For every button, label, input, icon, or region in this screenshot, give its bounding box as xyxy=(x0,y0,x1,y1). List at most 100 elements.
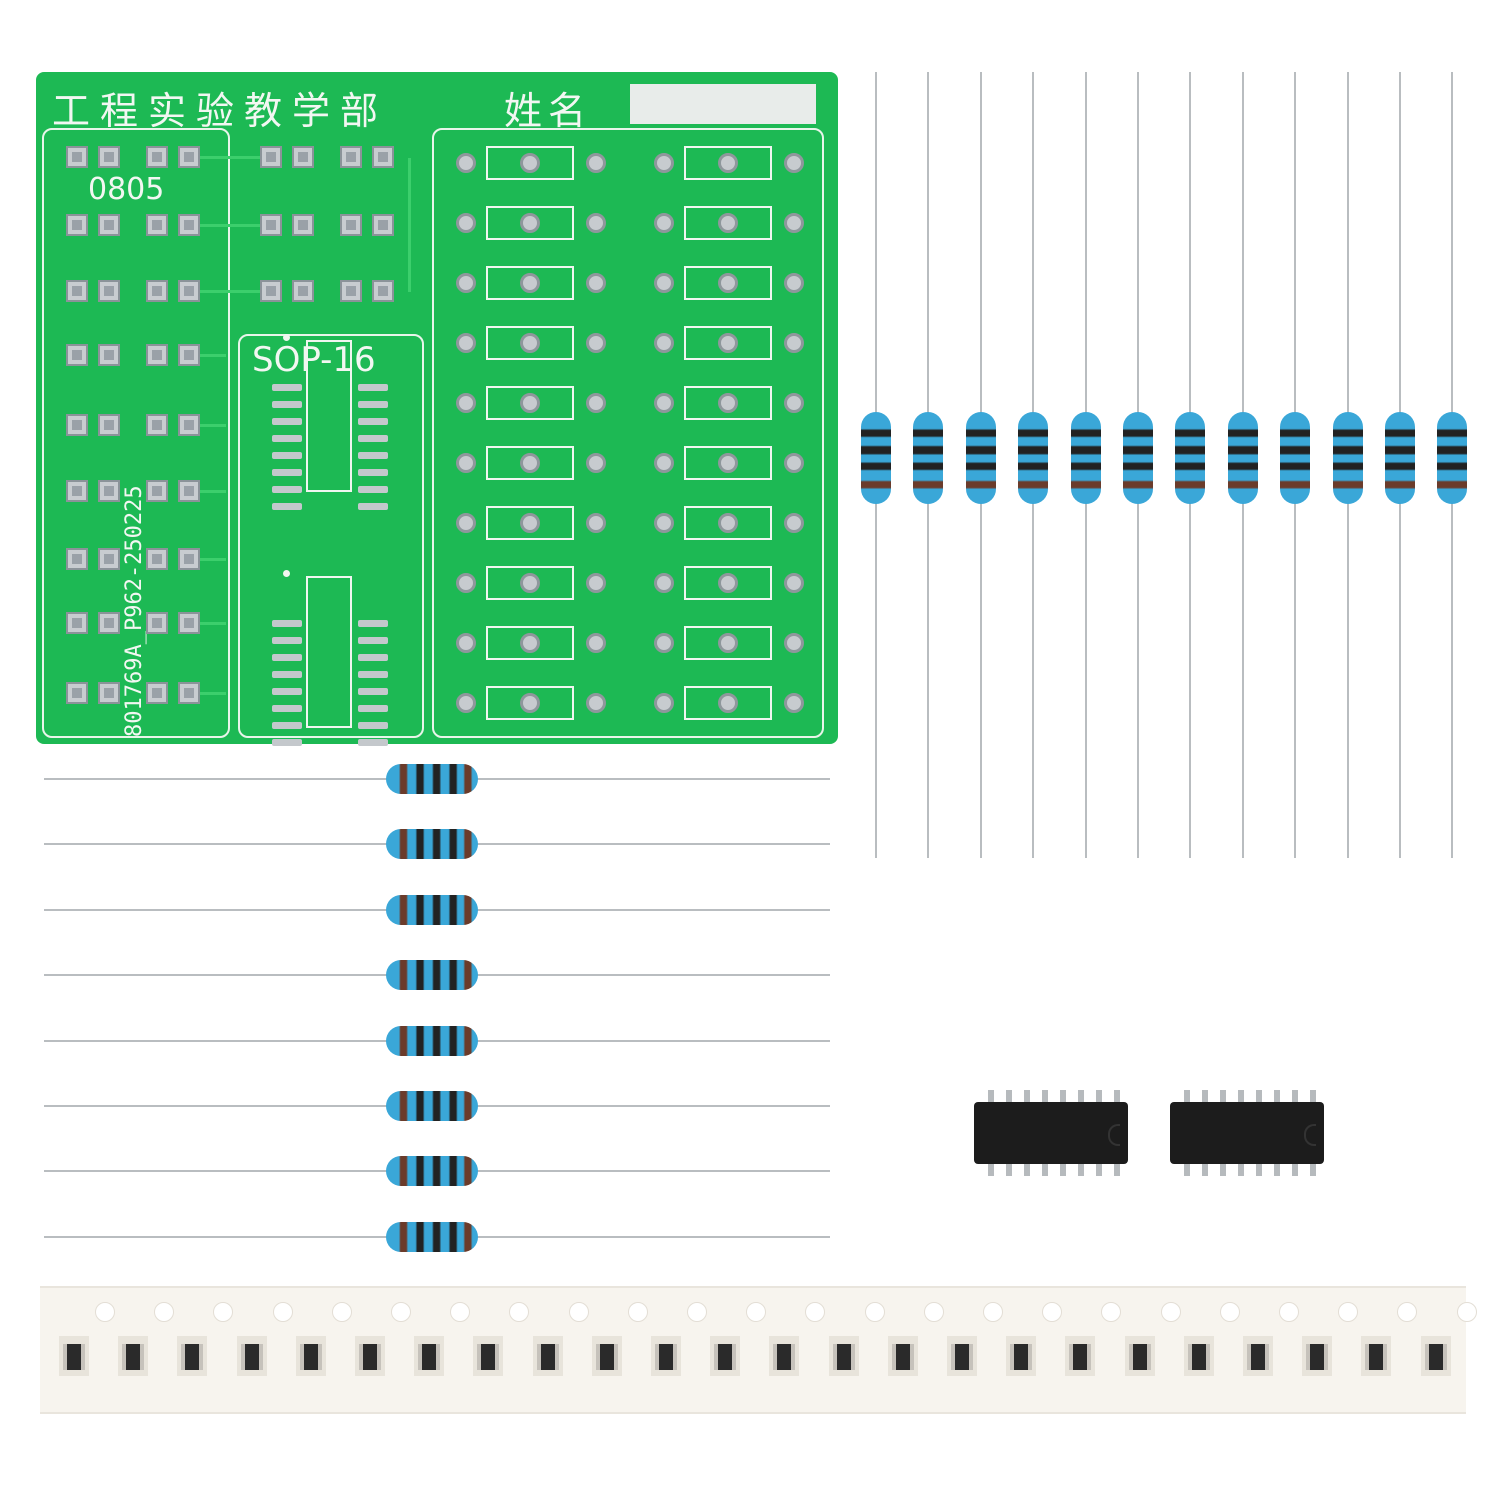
tht-pad xyxy=(520,453,540,473)
smd-pad xyxy=(66,548,88,570)
ic-pin xyxy=(1256,1164,1262,1176)
smd-pad xyxy=(66,682,88,704)
smd-pad xyxy=(66,146,88,168)
ic-pin xyxy=(1060,1090,1066,1102)
tht-pad xyxy=(586,633,606,653)
smd-resistor xyxy=(63,1344,85,1370)
smd-pad xyxy=(292,214,314,236)
tape-sprocket-hole xyxy=(450,1302,471,1322)
resistor-outline xyxy=(684,146,772,180)
tape-sprocket-hole xyxy=(95,1302,115,1322)
pcb-trace xyxy=(200,558,226,561)
tape-sprocket-hole xyxy=(509,1302,530,1322)
sop16-pad xyxy=(358,418,388,425)
sop16-ic xyxy=(1170,1102,1324,1164)
pcb-trace xyxy=(226,224,260,227)
tht-pad xyxy=(718,393,738,413)
pin1-marker xyxy=(283,334,290,341)
tape-sprocket-hole xyxy=(983,1302,1003,1322)
resistor-outline xyxy=(684,206,772,240)
ic-pin xyxy=(1096,1164,1102,1176)
tht-pad xyxy=(586,453,606,473)
vertical-resistor xyxy=(913,412,944,504)
horizontal-resistor xyxy=(386,960,478,991)
tape-sprocket-hole xyxy=(746,1302,767,1322)
tht-pad xyxy=(456,273,476,293)
ic-notch xyxy=(1304,1124,1316,1146)
smd-pad xyxy=(146,214,168,236)
smd-pad xyxy=(146,612,168,634)
tape-pocket xyxy=(828,1336,859,1376)
smd-pad xyxy=(292,280,314,302)
tape-pocket xyxy=(1243,1336,1273,1376)
pcb-trace xyxy=(200,354,226,357)
smd-pad xyxy=(98,480,120,502)
resistor-outline xyxy=(486,566,574,600)
sop16-pad xyxy=(358,637,388,644)
smd-resistor xyxy=(1187,1344,1210,1370)
tht-pad xyxy=(520,213,540,233)
pcb-trace xyxy=(200,692,226,695)
tht-pad xyxy=(718,153,738,173)
name-entry-box xyxy=(630,84,816,124)
board-code: 801769A_P962-250225 xyxy=(122,485,147,737)
tht-pad xyxy=(654,393,674,413)
smd-pad xyxy=(146,480,168,502)
tape-pocket xyxy=(1302,1336,1333,1376)
tape-pocket xyxy=(947,1336,977,1376)
tht-pad xyxy=(520,513,540,533)
tape-pocket xyxy=(710,1336,741,1376)
ic-pin xyxy=(1256,1090,1262,1102)
ic-pin xyxy=(1310,1164,1316,1176)
tape-pocket xyxy=(59,1336,89,1376)
tht-pad xyxy=(654,153,674,173)
tape-pocket xyxy=(532,1336,563,1376)
ic-pin xyxy=(1184,1090,1190,1102)
tape-pocket xyxy=(1065,1336,1096,1376)
tape-pocket xyxy=(769,1336,800,1376)
sop16-pad xyxy=(272,671,302,678)
resistor-outline xyxy=(684,266,772,300)
tht-pad xyxy=(456,153,476,173)
tape-sprocket-hole xyxy=(687,1302,707,1322)
sop16-pad xyxy=(358,469,388,476)
tht-pad xyxy=(520,333,540,353)
smd-pad xyxy=(98,548,120,570)
vertical-resistor xyxy=(1018,412,1049,504)
ic-pin xyxy=(1184,1164,1190,1176)
sop16-pad xyxy=(272,637,302,644)
tht-pad xyxy=(718,633,738,653)
smd-resistor xyxy=(1128,1344,1151,1370)
smd-pad xyxy=(146,414,168,436)
resistor-outline xyxy=(684,386,772,420)
ic-pin xyxy=(988,1090,994,1102)
sop16-pad xyxy=(358,705,388,712)
tht-pad xyxy=(456,213,476,233)
smd-pad xyxy=(66,280,88,302)
smd-resistor xyxy=(773,1344,796,1370)
sop16-pad xyxy=(272,384,302,391)
tape-sprocket-hole xyxy=(1101,1302,1122,1322)
ic-pin xyxy=(1292,1090,1298,1102)
tht-pad xyxy=(586,333,606,353)
tht-pad xyxy=(784,213,804,233)
smd-pad xyxy=(66,480,88,502)
smd-pad xyxy=(178,682,200,704)
smd-resistor xyxy=(122,1344,145,1370)
sop16-pad xyxy=(358,435,388,442)
smd-pad xyxy=(372,280,394,302)
smd-pad xyxy=(98,414,120,436)
smd-pad xyxy=(178,146,200,168)
smd-pad xyxy=(372,146,394,168)
resistor-outline xyxy=(684,446,772,480)
sop16-outline xyxy=(306,340,352,492)
tape-pocket xyxy=(887,1336,918,1376)
sop16-pad xyxy=(358,503,388,510)
smd-pad xyxy=(372,214,394,236)
ic-pin xyxy=(1220,1090,1226,1102)
tht-pad xyxy=(520,633,540,653)
sop16-pad xyxy=(358,486,388,493)
tht-pad xyxy=(520,393,540,413)
tape-sprocket-hole xyxy=(1042,1302,1063,1322)
tht-pad xyxy=(784,393,804,413)
